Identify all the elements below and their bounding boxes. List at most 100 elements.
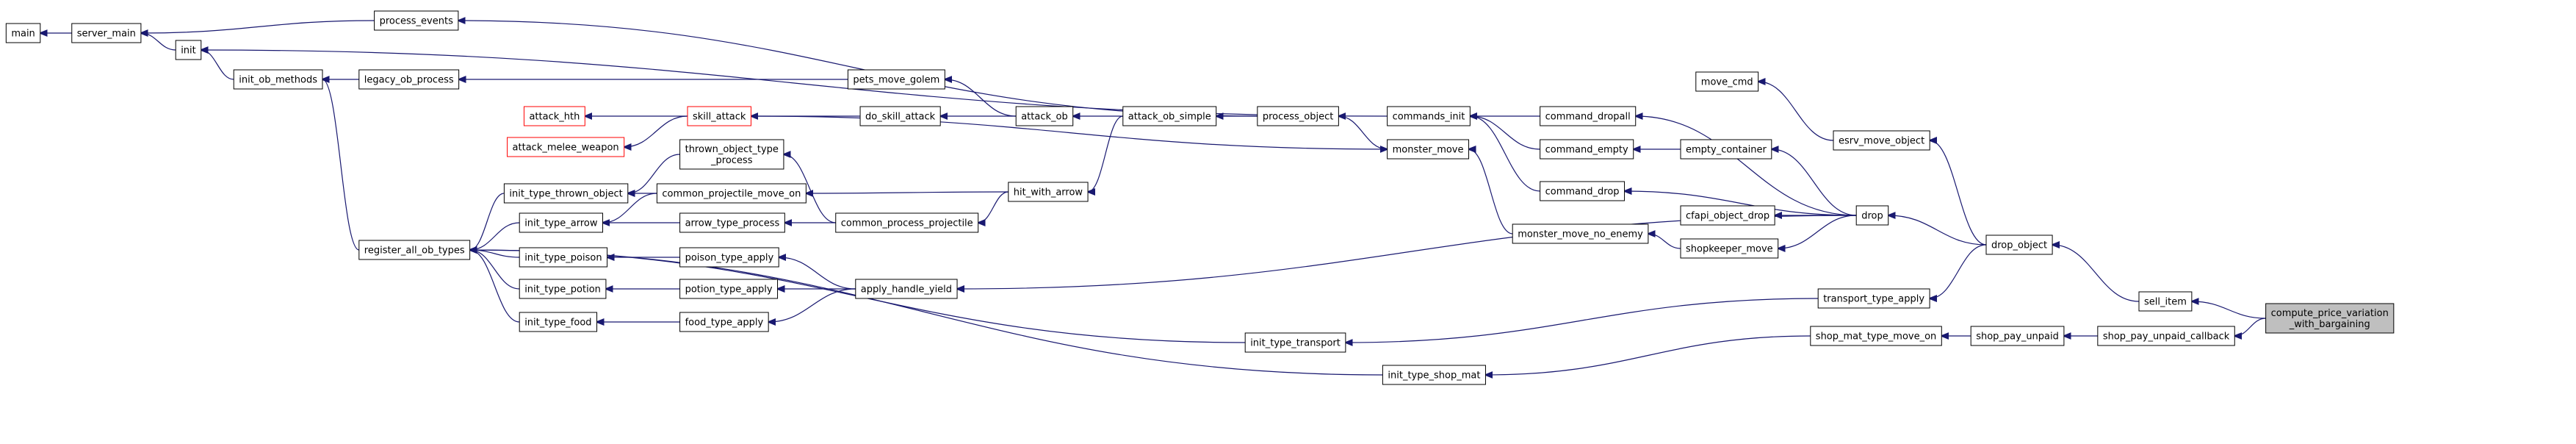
node-monster-move-no-enemy[interactable]: monster_move_no_enemy: [1512, 223, 1649, 244]
node-common-projectile-move-on[interactable]: common_projectile_move_on: [656, 183, 807, 204]
edge-command-empty-to-commands-init: [1470, 116, 1540, 150]
node-box: [519, 247, 608, 268]
edge-compute-price-variation-with-bargaining-to-sell-item: [2192, 301, 2266, 319]
edge-transport-type-apply-to-init-type-transport: [1346, 298, 1819, 343]
node-init-type-potion[interactable]: init_type_potion: [519, 279, 607, 299]
edge-init-type-food-to-register-all-ob-types: [470, 250, 520, 323]
node-shop-pay-unpaid[interactable]: shop_pay_unpaid: [1970, 326, 2065, 346]
node-init-type-shop-mat[interactable]: init_type_shop_mat: [1382, 365, 1486, 385]
node-command-drop[interactable]: command_drop: [1540, 181, 1626, 201]
node-drop-object[interactable]: drop_object: [1985, 234, 2053, 255]
node-label: potion_type_apply: [685, 284, 773, 296]
node-box: [656, 183, 807, 204]
node-legacy-ob-process[interactable]: legacy_ob_process: [358, 69, 460, 90]
node-cfapi-object-drop[interactable]: cfapi_object_drop: [1680, 205, 1775, 226]
node-server-main[interactable]: server_main: [71, 23, 142, 43]
node-label-line: shop_mat_type_move_on: [1816, 332, 1937, 343]
node-register-all-ob-types[interactable]: register_all_ob_types: [358, 240, 471, 260]
node-box: [2097, 326, 2235, 346]
node-box: [507, 137, 625, 157]
node-transport-type-apply[interactable]: transport_type_apply: [1817, 288, 1930, 309]
node-label-line: command_drop: [1545, 187, 1620, 198]
node-box: [1257, 106, 1339, 126]
node-init-ob-methods[interactable]: init_ob_methods: [233, 69, 323, 90]
node-box: [1680, 238, 1779, 259]
node-label: process_object: [1263, 112, 1334, 123]
node-label: register_all_ob_types: [364, 246, 465, 257]
node-label-line: _process: [710, 155, 753, 166]
node-apply-handle-yield[interactable]: apply_handle_yield: [855, 279, 958, 299]
node-box: [2138, 291, 2193, 312]
node-init-type-food[interactable]: init_type_food: [519, 312, 598, 332]
node-main[interactable]: main: [5, 23, 41, 43]
node-label: command_dropall: [1545, 112, 1631, 123]
edge-drop-to-empty-container: [1772, 149, 1857, 216]
node-box: [5, 23, 41, 43]
node-box: [679, 212, 785, 233]
node-hit-with-arrow[interactable]: hit_with_arrow: [1008, 182, 1089, 202]
edge-init-type-arrow-to-register-all-ob-types: [470, 222, 520, 250]
node-box: [175, 40, 202, 60]
node-label-line: monster_move: [1393, 145, 1464, 156]
node-label-line: do_skill_attack: [865, 112, 936, 123]
node-command-empty[interactable]: command_empty: [1540, 139, 1634, 160]
node-command-dropall[interactable]: command_dropall: [1540, 106, 1637, 126]
node-commands-init[interactable]: commands_init: [1387, 106, 1471, 126]
node-sell-item[interactable]: sell_item: [2138, 291, 2193, 312]
node-label-line: process_object: [1263, 112, 1334, 123]
edge-init-type-potion-to-register-all-ob-types: [470, 250, 520, 290]
node-box: [1695, 71, 1759, 92]
node-label-line: init_type_shop_mat: [1388, 370, 1480, 382]
node-empty-container[interactable]: empty_container: [1680, 139, 1772, 160]
node-label: init_type_potion: [524, 284, 601, 296]
node-skill-attack[interactable]: skill_attack: [687, 106, 751, 126]
node-init-type-transport[interactable]: init_type_transport: [1244, 332, 1346, 353]
node-label: poison_type_apply: [685, 253, 774, 264]
node-box: [847, 69, 945, 90]
node-potion-type-apply[interactable]: potion_type_apply: [679, 279, 779, 299]
node-box: [1244, 332, 1346, 353]
node-food-type-apply[interactable]: food_type_apply: [679, 312, 769, 332]
edge-drop-to-command-drop: [1625, 191, 1857, 216]
node-label: monster_move: [1393, 145, 1464, 156]
node-init-type-poison[interactable]: init_type_poison: [519, 247, 608, 268]
node-process-events[interactable]: process_events: [374, 10, 459, 31]
node-attack-melee-weapon[interactable]: attack_melee_weapon: [507, 137, 625, 157]
node-shop-pay-unpaid-callback[interactable]: shop_pay_unpaid_callback: [2097, 326, 2235, 346]
node-move-cmd[interactable]: move_cmd: [1695, 71, 1759, 92]
node-shop-mat-type-move-on[interactable]: shop_mat_type_move_on: [1810, 326, 1942, 346]
node-pets-move-golem[interactable]: pets_move_golem: [847, 69, 945, 90]
node-label: apply_handle_yield: [861, 284, 952, 296]
node-label-line: transport_type_apply: [1823, 294, 1924, 305]
edge-shopkeeper-move-to-monster-move-no-enemy: [1648, 234, 1681, 249]
node-arrow-type-process[interactable]: arrow_type_process: [679, 212, 785, 233]
node-shopkeeper-move[interactable]: shopkeeper_move: [1680, 238, 1779, 259]
node-init[interactable]: init: [175, 40, 202, 60]
node-label: commands_init: [1393, 112, 1465, 123]
node-box: [1970, 326, 2065, 346]
node-attack-ob[interactable]: attack_ob: [1015, 106, 1074, 126]
edge-init-to-server-main: [141, 33, 176, 51]
node-label: pets_move_golem: [853, 75, 939, 86]
node-attack-hth[interactable]: attack_hth: [523, 106, 585, 126]
node-init-type-arrow[interactable]: init_type_arrow: [519, 212, 604, 233]
node-label-line: common_process_projectile: [841, 218, 973, 229]
node-common-process-projectile[interactable]: common_process_projectile: [835, 212, 979, 233]
node-label-line: init_type_potion: [524, 284, 601, 296]
node-box: [835, 212, 979, 233]
edge-monster-move-to-process-object: [1338, 116, 1388, 150]
node-do-skill-attack[interactable]: do_skill_attack: [859, 106, 941, 126]
node-init-type-thrown-object[interactable]: init_type_thrown_object: [503, 183, 629, 204]
node-attack-ob-simple[interactable]: attack_ob_simple: [1122, 106, 1217, 126]
node-compute-price-variation-with-bargaining[interactable]: compute_price_variation_with_bargaining: [2265, 303, 2395, 334]
node-process-object[interactable]: process_object: [1257, 106, 1339, 126]
node-monster-move[interactable]: monster_move: [1387, 139, 1470, 160]
node-poison-type-apply[interactable]: poison_type_apply: [679, 247, 779, 268]
node-label: common_process_projectile: [841, 218, 973, 229]
node-thrown-object-type-process[interactable]: thrown_object_type_process: [679, 139, 784, 170]
node-drop[interactable]: drop: [1855, 205, 1889, 226]
node-esrv-move-object[interactable]: esrv_move_object: [1833, 130, 1930, 151]
node-box: [1015, 106, 1074, 126]
node-label: process_events: [380, 16, 453, 27]
